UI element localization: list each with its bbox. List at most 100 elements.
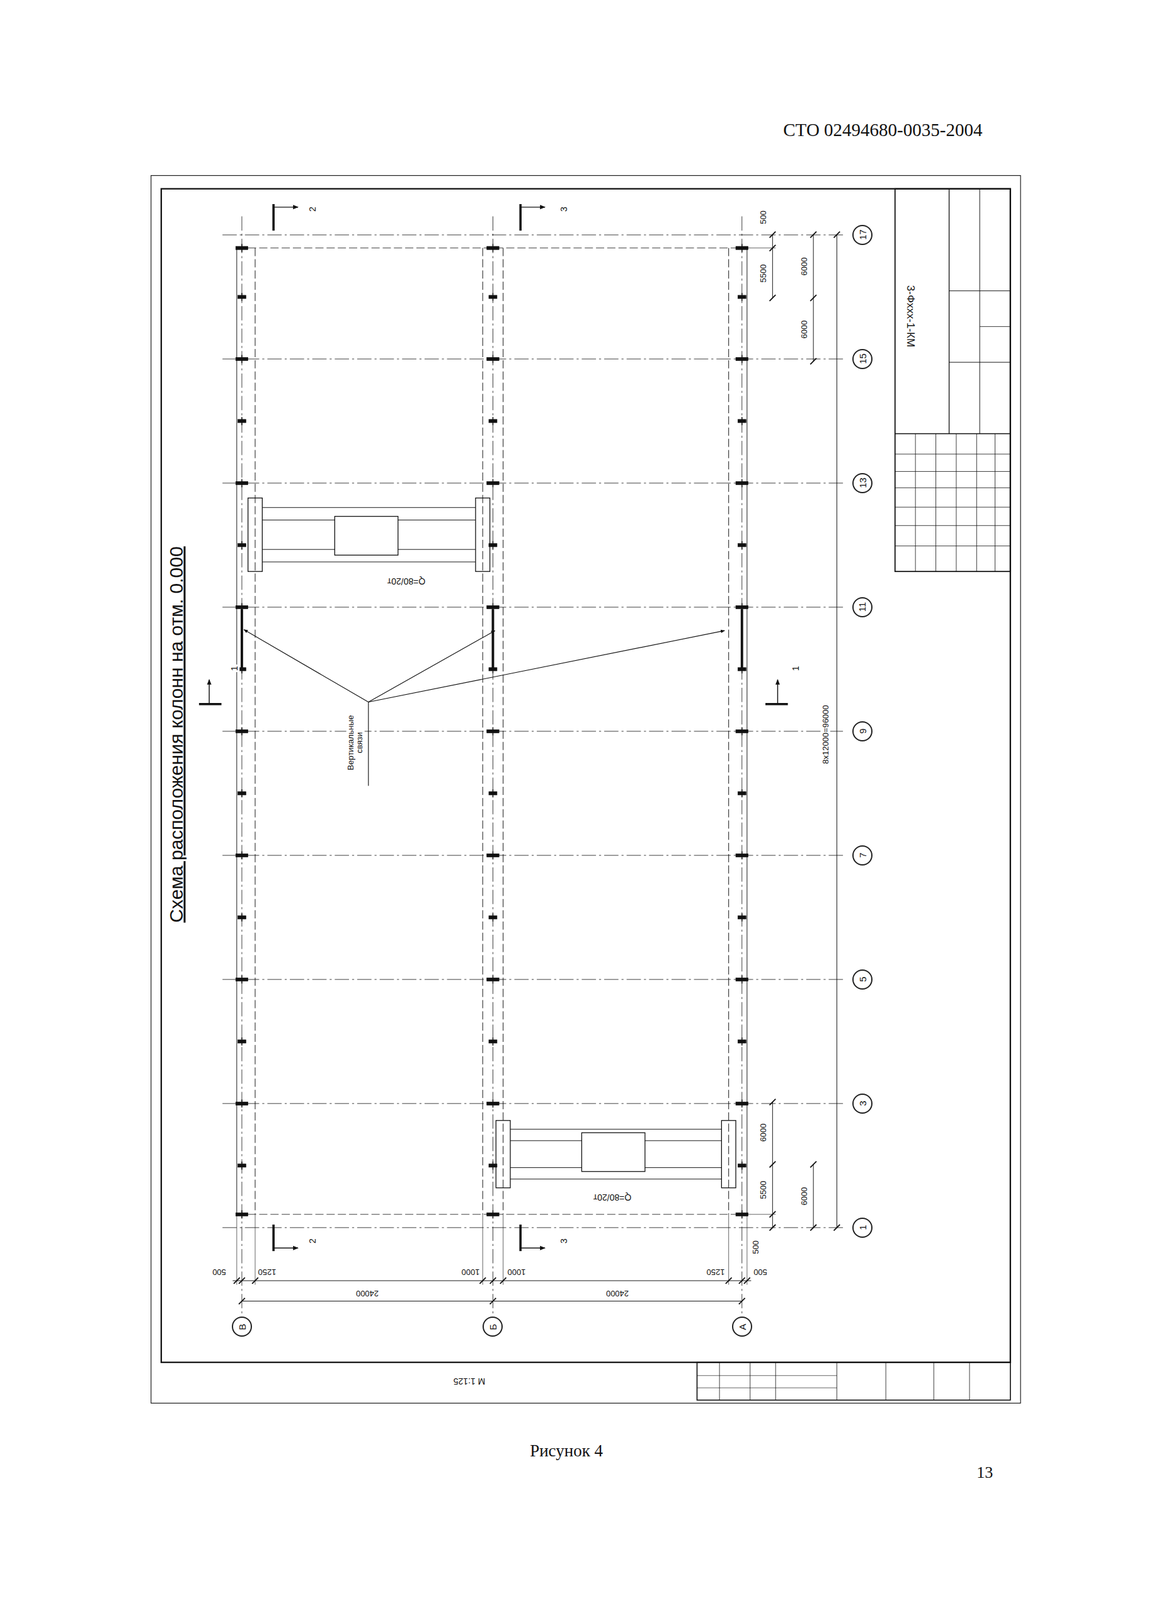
section-number: 2	[308, 1237, 319, 1245]
axis-label: В	[236, 1323, 247, 1330]
title-block-line	[948, 188, 950, 435]
column	[741, 1161, 743, 1170]
crane-bridge	[262, 561, 476, 563]
vertical-bracing	[740, 609, 744, 671]
crane-capacity: Q=80/20т	[385, 575, 427, 586]
drawing-code: 3-Фххх-1-КМ	[904, 284, 917, 349]
dimension: 6000	[799, 319, 809, 341]
column	[741, 975, 743, 984]
axis-label: Б	[488, 1323, 498, 1330]
title-block-line	[949, 362, 1011, 363]
column	[492, 726, 494, 736]
section-mark	[519, 1224, 522, 1252]
scale-note: М 1:125	[452, 1375, 487, 1386]
extension-line	[746, 1214, 748, 1286]
column	[492, 354, 494, 363]
dimension: 5500	[759, 263, 768, 285]
column	[241, 726, 242, 736]
title-block-line	[949, 290, 1011, 292]
dimension: 1000	[459, 1266, 481, 1276]
extension-line	[747, 247, 776, 249]
axis-line	[222, 606, 847, 608]
figure-caption: Рисунок 4	[528, 1441, 605, 1461]
column	[492, 913, 494, 922]
stamp-line	[749, 1362, 751, 1401]
dimension-tick	[738, 1277, 746, 1284]
crane-bridge	[510, 1128, 722, 1130]
dimension-line	[836, 234, 838, 1228]
section-mark	[519, 204, 522, 231]
column	[241, 478, 242, 487]
column	[741, 1037, 743, 1046]
axis-bubble: 3	[852, 1093, 873, 1114]
title-block-line	[895, 433, 1011, 435]
column	[741, 292, 743, 302]
column	[741, 243, 743, 252]
section-arrow	[208, 679, 210, 705]
axis-label: 9	[857, 728, 867, 734]
section-number: 3	[559, 205, 569, 213]
axis-line	[222, 978, 847, 980]
crane-trolley	[581, 1132, 645, 1172]
axis-label: 5	[857, 977, 867, 983]
axis-line	[222, 482, 847, 484]
axis-bubble: В	[231, 1316, 252, 1337]
dimension-tick	[810, 294, 817, 302]
column	[241, 1210, 242, 1219]
dimension: 5500	[759, 1179, 768, 1201]
column	[241, 975, 242, 984]
axis-line	[222, 358, 847, 360]
dimension: 8х12000=96000	[820, 704, 830, 767]
dimension-tick	[490, 1277, 497, 1284]
callout-underline	[367, 702, 369, 787]
dimension: 1000	[505, 1266, 527, 1276]
document-code: СТО 02494680-0035-2004	[781, 120, 984, 141]
column	[241, 913, 242, 922]
column	[741, 354, 743, 363]
extension-line	[236, 1214, 237, 1286]
axis-bubble: А	[732, 1316, 753, 1337]
section-arrow	[273, 206, 298, 208]
axis-bubble: 5	[852, 969, 873, 990]
dimension-tick	[490, 1298, 497, 1305]
axis-label: 15	[857, 354, 867, 365]
column	[741, 541, 743, 550]
vertical-bracing	[240, 609, 244, 671]
crane-runway	[728, 248, 729, 1215]
title-block-line	[895, 507, 1011, 508]
section-arrow	[273, 1247, 298, 1249]
dimension: 6000	[799, 255, 809, 277]
column	[241, 417, 242, 426]
dimension: 1250	[257, 1266, 278, 1276]
crane-truck	[495, 1120, 511, 1189]
axis-bubble: 15	[852, 349, 873, 370]
dimension-tick	[834, 1224, 841, 1231]
title-block-line	[895, 453, 1011, 455]
leader-line	[368, 630, 496, 702]
section-arrow	[520, 206, 545, 208]
inner-frame	[161, 188, 1011, 1363]
dimension-tick	[238, 1298, 246, 1305]
column	[741, 1099, 743, 1108]
extension-line	[747, 1213, 776, 1215]
stamp-line	[933, 1362, 935, 1401]
axis-line	[222, 1103, 847, 1104]
column	[492, 789, 494, 798]
stamp-line	[696, 1375, 837, 1376]
axis-line	[492, 216, 494, 1315]
section-number: 2	[308, 205, 319, 213]
stamp-line	[836, 1362, 838, 1401]
crane-bridge	[262, 507, 476, 508]
column	[492, 1037, 494, 1046]
axis-line	[222, 1227, 847, 1228]
column	[241, 541, 242, 550]
dimension-tick	[810, 1161, 817, 1168]
dimension-tick	[810, 1224, 817, 1231]
column	[741, 478, 743, 487]
title-block-line	[895, 545, 1011, 547]
column	[741, 851, 743, 860]
leader-line	[243, 629, 369, 703]
column	[492, 851, 494, 860]
axis-label: 1	[857, 1225, 867, 1231]
dimension-tick	[810, 358, 817, 365]
